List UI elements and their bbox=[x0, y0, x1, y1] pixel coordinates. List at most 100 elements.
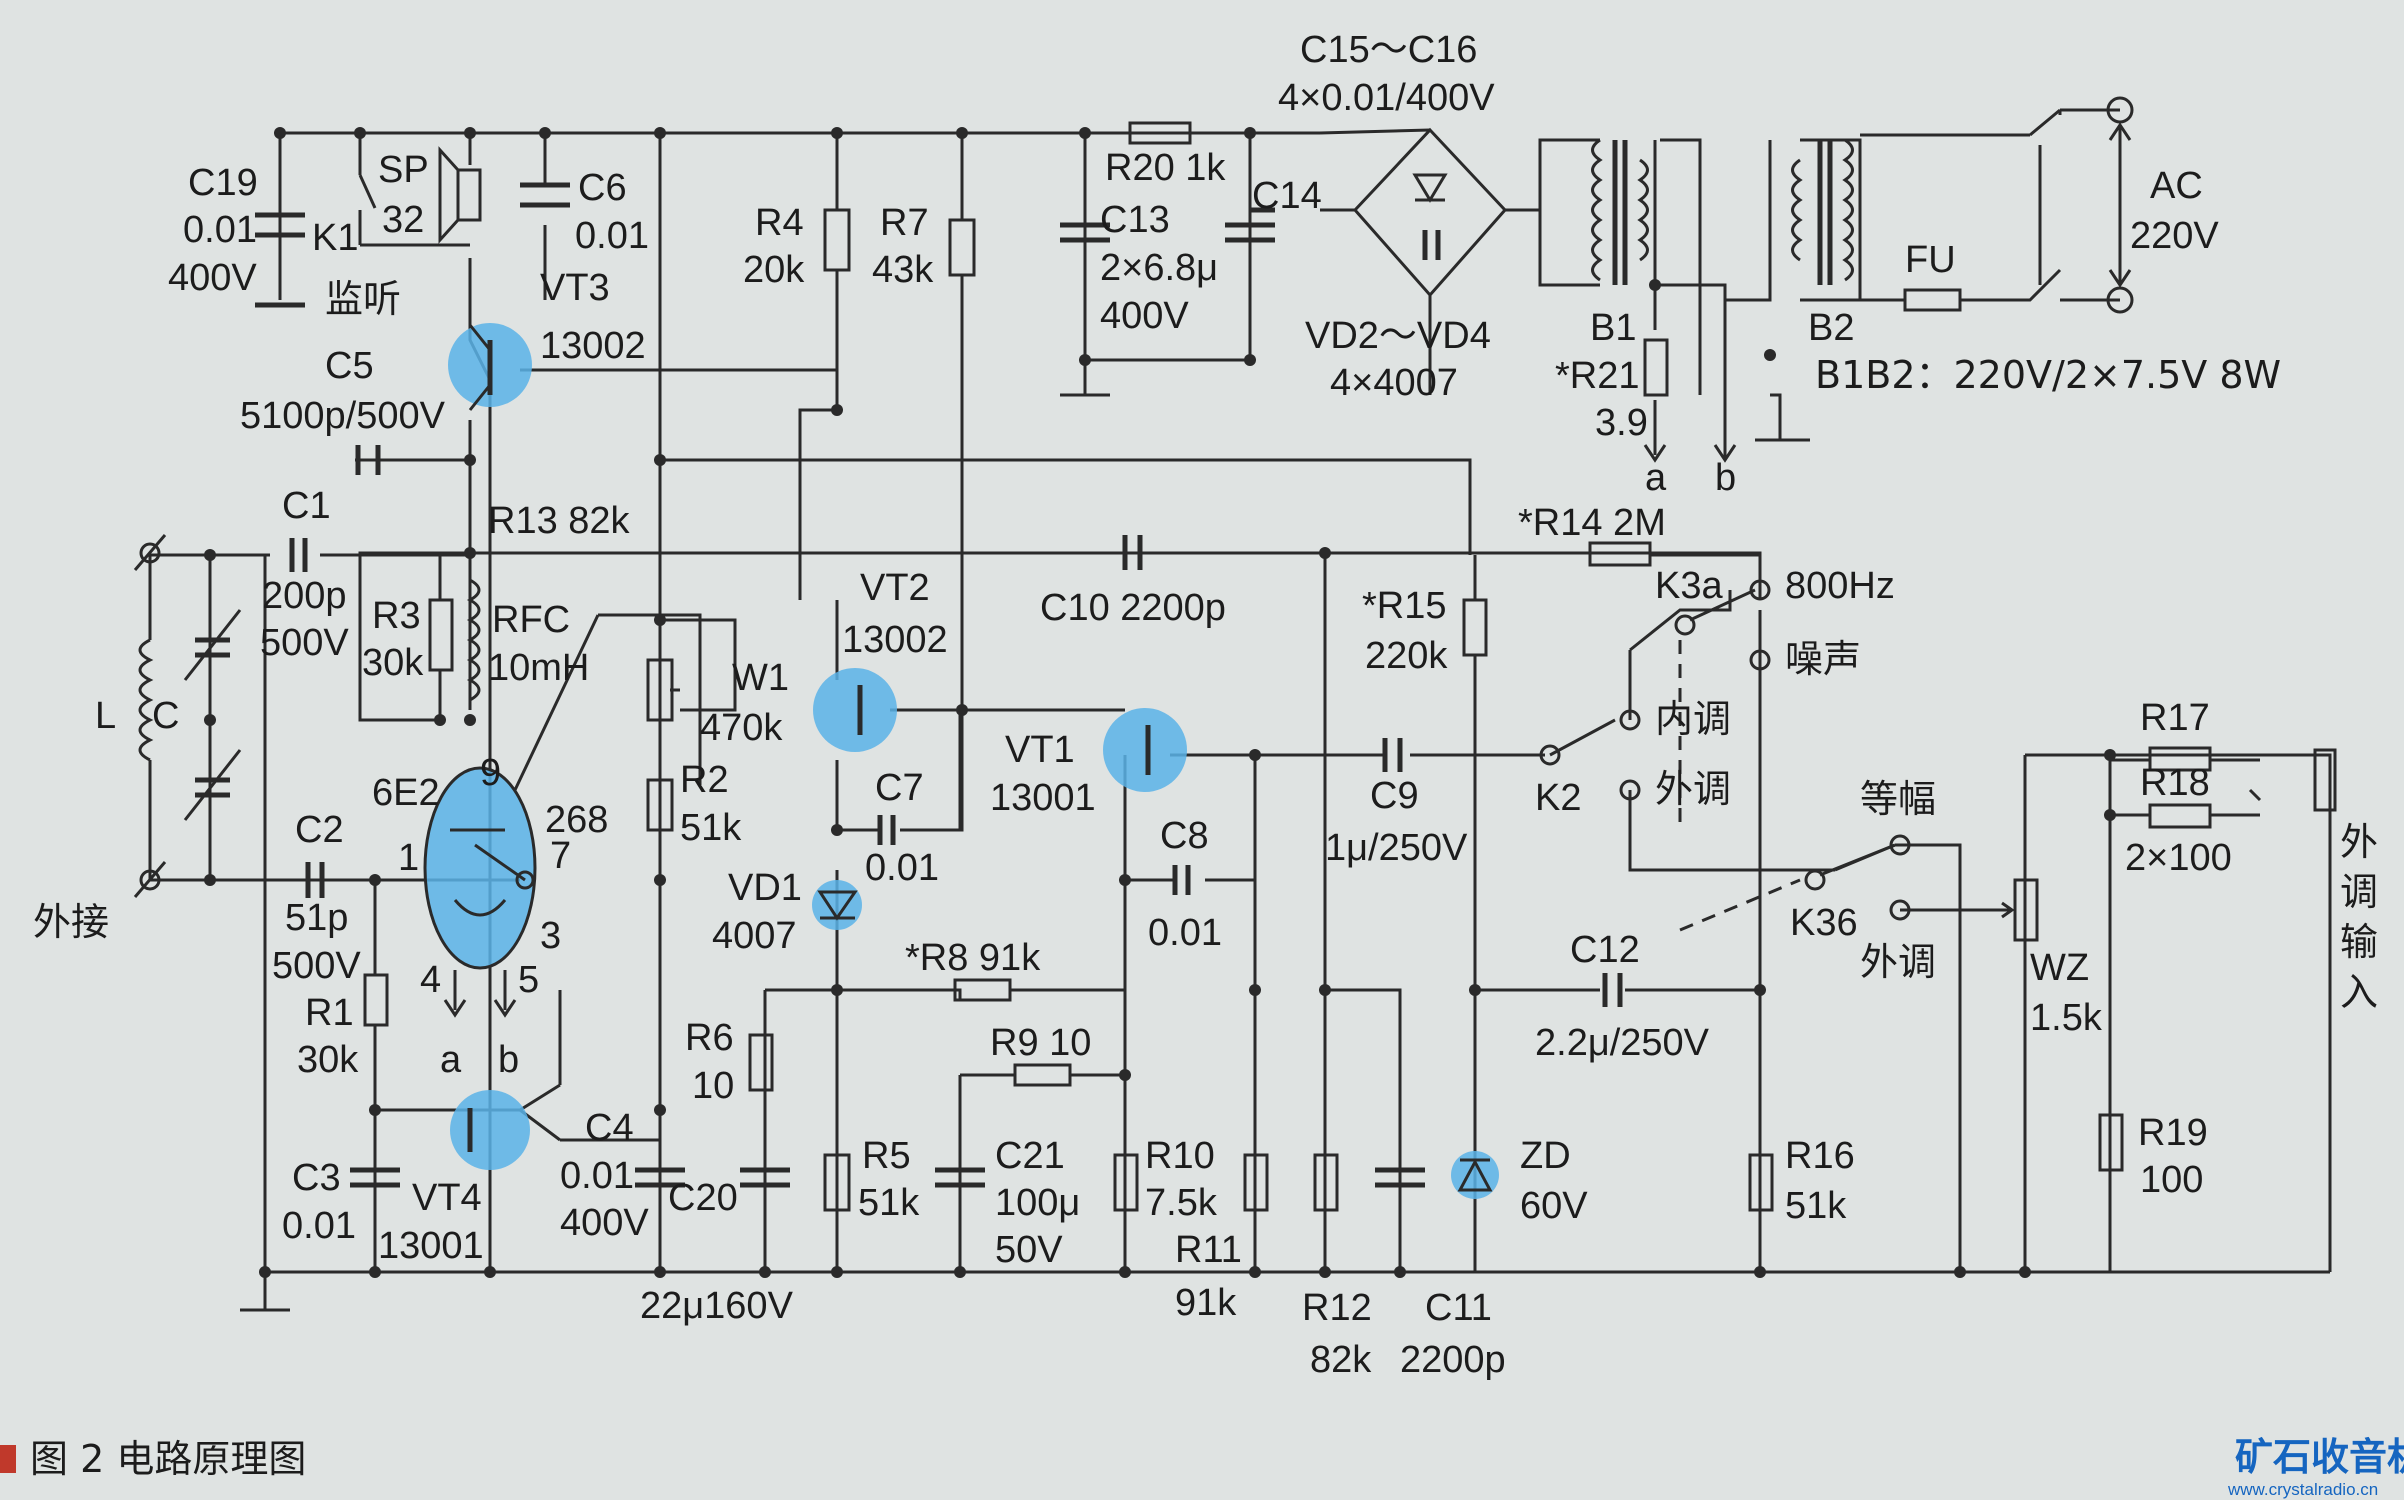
component-value-label: 51p bbox=[285, 897, 348, 939]
component-value-label: b bbox=[498, 1039, 519, 1081]
component-value-label: 22μ160V bbox=[640, 1285, 794, 1327]
component-value-label: 82k bbox=[1310, 1339, 1372, 1381]
label-transformer-spec: B1B2：220V/2×7.5V 8W bbox=[1815, 353, 2281, 397]
component-value-label: 4×4007 bbox=[1330, 362, 1458, 404]
label-r13: R13 82k bbox=[488, 500, 631, 542]
component-value-label: 0.01 bbox=[1148, 912, 1222, 954]
component-value-label: 60V bbox=[1520, 1185, 1588, 1227]
junctions bbox=[204, 127, 2116, 1278]
component-value-label: 500V bbox=[272, 945, 361, 987]
component-value-label: b bbox=[1715, 457, 1736, 499]
label-r14: *R14 2M bbox=[1518, 502, 1666, 544]
component-value-label: 13001 bbox=[378, 1225, 484, 1267]
label-r3: R3 bbox=[372, 595, 421, 637]
component-value-label: 10mH bbox=[488, 647, 589, 689]
component-value-label: 1.5k bbox=[2030, 997, 2103, 1039]
component-value-label: 50V bbox=[995, 1229, 1063, 1271]
component-value-label: 9 bbox=[480, 752, 501, 794]
component-value-label: 43k bbox=[872, 249, 934, 291]
component-value-label: 500V bbox=[260, 622, 349, 664]
component-value-label: 0.01 bbox=[282, 1205, 356, 1247]
component-value-label: 51k bbox=[858, 1182, 920, 1224]
label-r18: R18 bbox=[2140, 762, 2210, 804]
component-value-label: 4×0.01/400V bbox=[1278, 77, 1495, 119]
component-value-label: 30k bbox=[297, 1039, 359, 1081]
component-value-label: 7 bbox=[550, 835, 571, 877]
label-c19: C19 bbox=[188, 162, 258, 204]
label-r11: R11 bbox=[1175, 1229, 1242, 1271]
component-value-label: 0.01 bbox=[575, 215, 649, 257]
component-value-label: 2×100 bbox=[2125, 837, 2232, 879]
component-value-label: 4007 bbox=[712, 915, 797, 957]
label-r9: R9 10 bbox=[990, 1022, 1091, 1064]
figure-caption: 图 2 电路原理图 bbox=[30, 1437, 306, 1481]
component-value-label: 400V bbox=[168, 257, 257, 299]
label-r5: R5 bbox=[862, 1135, 911, 1177]
component-value-label: 400V bbox=[1100, 295, 1189, 337]
component-value-label: 13001 bbox=[990, 777, 1096, 819]
component-value-label: 220k bbox=[1365, 635, 1448, 677]
label-r15: *R15 bbox=[1362, 585, 1447, 627]
label-c21: C21 bbox=[995, 1135, 1065, 1177]
component-value-label: 20k bbox=[743, 249, 805, 291]
caption-marker bbox=[0, 1445, 16, 1473]
label-ac: AC bbox=[2150, 165, 2203, 207]
label-c12: C12 bbox=[1570, 929, 1640, 971]
component-value-label: 268 bbox=[545, 799, 608, 841]
component-value-label: 13002 bbox=[540, 325, 646, 367]
label-k1: K1 bbox=[312, 217, 358, 259]
label-c8: C8 bbox=[1160, 815, 1209, 857]
label-vt4: VT4 bbox=[412, 1177, 482, 1219]
label-r8: *R8 91k bbox=[905, 937, 1041, 979]
component-value-label: 470k bbox=[700, 707, 783, 749]
label-external-mod: 外调 bbox=[1655, 767, 1731, 811]
label-c4: C4 bbox=[585, 1107, 634, 1149]
component-value-label: 30k bbox=[362, 642, 424, 684]
label-ext-input: 外 bbox=[2340, 820, 2378, 864]
component-value-label: 100 bbox=[2140, 1159, 2203, 1201]
label-k3a: K3a bbox=[1655, 565, 1723, 607]
label-vd2-vd4: VD2～VD4 bbox=[1305, 315, 1491, 357]
label-r2: R2 bbox=[680, 759, 729, 801]
label-c: C bbox=[152, 695, 179, 737]
label-r1: R1 bbox=[305, 992, 354, 1034]
label-external: 外接 bbox=[33, 900, 109, 944]
component-value-label: a bbox=[1645, 457, 1667, 499]
label-r6: R6 bbox=[685, 1017, 734, 1059]
component-value-label: www.crystalradio.cn bbox=[2227, 1480, 2378, 1499]
component-value-label: 10 bbox=[692, 1065, 734, 1107]
component-value-label: 0.01 bbox=[183, 209, 257, 251]
component-value-label: 0.01 bbox=[865, 847, 939, 889]
label-r12: R12 bbox=[1302, 1287, 1372, 1329]
label-sp: SP bbox=[378, 149, 429, 191]
label-r7: R7 bbox=[880, 202, 929, 244]
label-c10: C10 2200p bbox=[1040, 587, 1226, 629]
label-w1: W1 bbox=[732, 657, 789, 699]
label-vt2: VT2 bbox=[860, 567, 930, 609]
component-value-label: 100μ bbox=[995, 1182, 1080, 1224]
component-value-label: 3 bbox=[540, 915, 561, 957]
label-b2: B2 bbox=[1808, 307, 1854, 349]
component-value-label: 2×6.8μ bbox=[1100, 247, 1218, 289]
component-value-label: 1 bbox=[398, 837, 419, 879]
component-value-label: 监听 bbox=[325, 277, 401, 321]
label-c13: C13 bbox=[1100, 199, 1170, 241]
label-c1: C1 bbox=[282, 485, 331, 527]
label-c3: C3 bbox=[292, 1157, 341, 1199]
label-vt1: VT1 bbox=[1005, 729, 1075, 771]
label-equal-amp: 等幅 bbox=[1860, 777, 1936, 821]
component-value-label: 91k bbox=[1175, 1282, 1237, 1324]
label-vt3: VT3 bbox=[540, 267, 610, 309]
label-c9: C9 bbox=[1370, 775, 1419, 817]
label-c15-c16: C15～C16 bbox=[1300, 29, 1477, 71]
component-value-label: 调 bbox=[2340, 870, 2378, 914]
component-value-label: 3.9 bbox=[1595, 402, 1648, 444]
label-k2: K2 bbox=[1535, 777, 1581, 819]
component-value-label: 32 bbox=[382, 199, 424, 241]
label-k3b: K36 bbox=[1790, 902, 1858, 944]
label-r4: R4 bbox=[755, 202, 804, 244]
label-l: L bbox=[95, 695, 116, 737]
label-c5: C5 bbox=[325, 345, 374, 387]
label-noise: 噪声 bbox=[1785, 637, 1861, 681]
component-value-label: 2.2μ/250V bbox=[1535, 1022, 1710, 1064]
